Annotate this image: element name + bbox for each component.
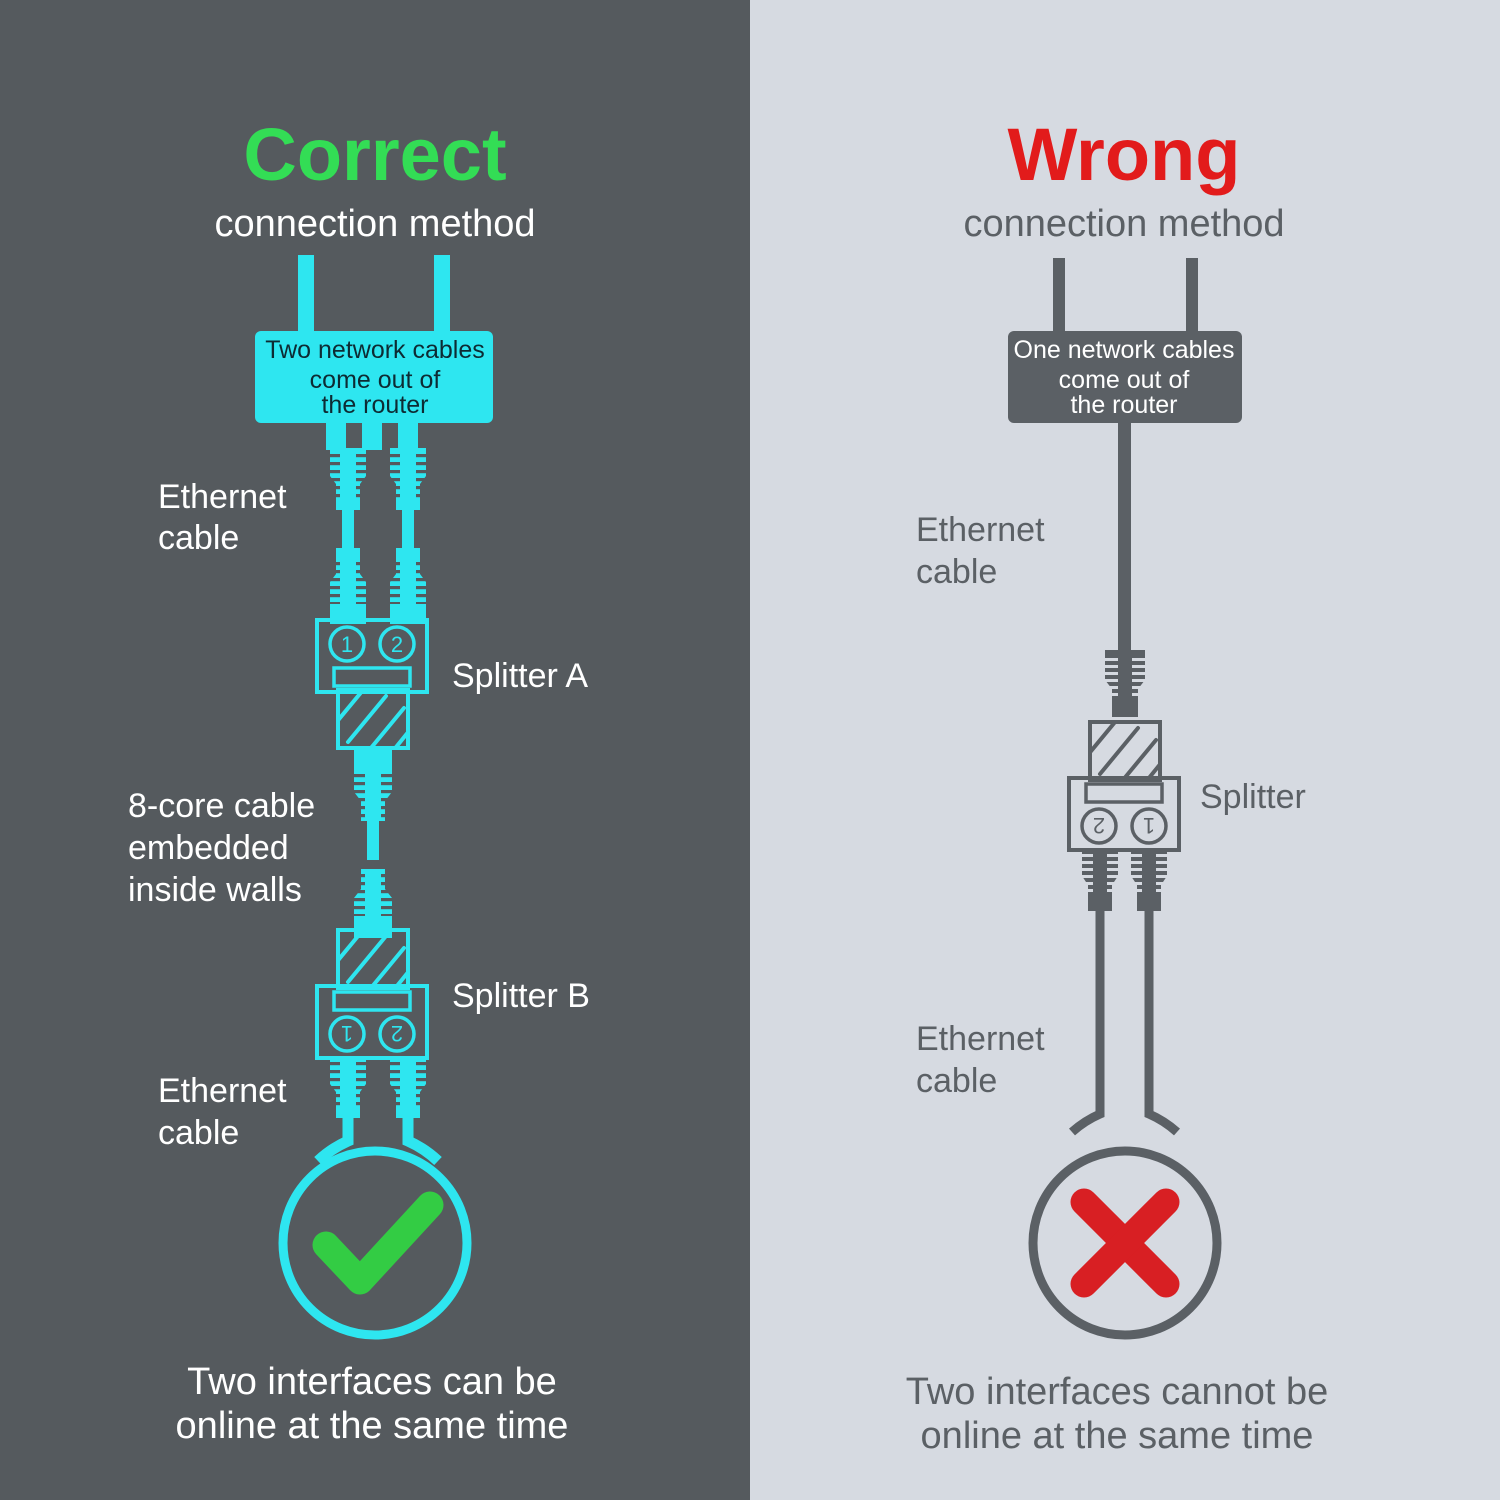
splitter-b-port-2-label: 2 <box>391 1021 403 1046</box>
splitter-b: 1 2 <box>315 928 429 1060</box>
left-ethernet-bottom-cables <box>314 1056 442 1166</box>
right-router-box <box>1008 331 1242 423</box>
right-router-input-cables <box>1053 258 1198 332</box>
right-heading: Wrong <box>1008 113 1241 196</box>
left-ethernet-bottom-label-line1: Ethernet <box>158 1072 287 1110</box>
splitter-b-port-1-label: 1 <box>341 1021 353 1046</box>
check-icon <box>312 1191 444 1295</box>
right-ethernet-bottom-label-line1: Ethernet <box>916 1020 1045 1058</box>
right-splitter-port-right-label: 1 <box>1143 813 1155 838</box>
right-router-label-line1: One network cables <box>1014 336 1235 364</box>
left-ethernet-cable-2 <box>386 448 430 624</box>
splitter-b-label: Splitter B <box>452 977 590 1015</box>
left-router-label-line1: Two network cables <box>265 336 485 364</box>
right-ethernet-bottom-cables <box>1068 848 1181 1136</box>
right-splitter-label: Splitter <box>1200 778 1306 816</box>
splitter-a-port-1-label: 1 <box>341 632 353 657</box>
eight-core-cable <box>351 746 395 938</box>
left-router-label-line2: come out of <box>310 366 441 394</box>
cross-status <box>1028 1146 1222 1340</box>
left-ethernet-top-label-line1: Ethernet <box>158 478 287 516</box>
left-ethernet-cable-1 <box>326 448 370 624</box>
right-ethernet-bottom-label-line2: cable <box>916 1062 997 1100</box>
check-status <box>278 1146 472 1340</box>
right-splitter-port-left-label: 2 <box>1093 813 1105 838</box>
left-router-input-cables <box>298 255 450 333</box>
cross-icon <box>1070 1188 1180 1298</box>
splitter-a-port-2-label: 2 <box>391 632 403 657</box>
right-splitter: 2 1 <box>1067 720 1181 852</box>
right-ethernet-top-label-line2: cable <box>916 553 997 591</box>
right-router-label-line3: the router <box>1070 391 1177 419</box>
left-caption-line1: Two interfaces can be <box>187 1361 557 1403</box>
left-router-output-stubs <box>326 420 418 450</box>
left-subheading: connection method <box>214 203 535 245</box>
splitter-a-label: Splitter A <box>452 657 588 695</box>
right-caption-line2: online at the same time <box>921 1415 1314 1457</box>
splitter-a: 1 2 <box>315 618 429 750</box>
left-ethernet-bottom-label-line2: cable <box>158 1114 239 1152</box>
left-caption-line2: online at the same time <box>176 1405 569 1447</box>
right-caption-line1: Two interfaces cannot be <box>906 1371 1328 1413</box>
eight-core-label-line1: 8-core cable <box>128 787 315 825</box>
left-router-label-line3: the router <box>321 391 428 419</box>
right-subheading: connection method <box>963 203 1284 245</box>
left-ethernet-top-label-line2: cable <box>158 519 239 557</box>
left-heading: Correct <box>243 113 506 196</box>
eight-core-label-line2: embedded <box>128 829 289 867</box>
eight-core-label-line3: inside walls <box>128 871 302 909</box>
right-router-label-line2: come out of <box>1059 366 1190 394</box>
left-router-box <box>255 331 493 423</box>
right-ethernet-top-label-line1: Ethernet <box>916 511 1045 549</box>
right-single-ethernet-cable <box>1105 420 1145 717</box>
